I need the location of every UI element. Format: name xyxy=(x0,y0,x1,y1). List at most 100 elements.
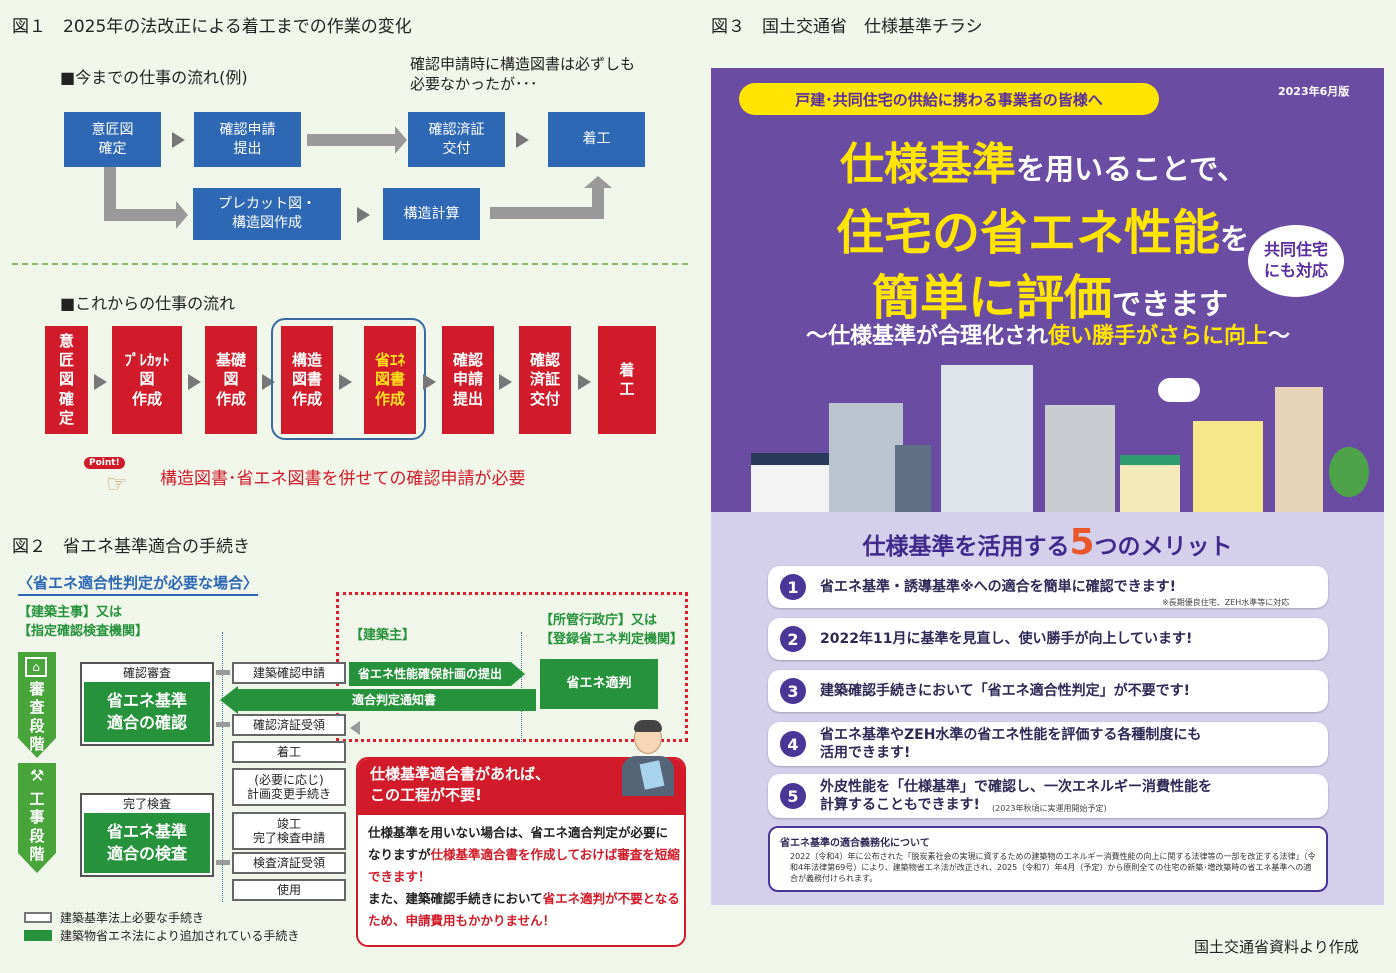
arrow-icon xyxy=(516,132,529,148)
arrow-icon xyxy=(357,207,370,223)
column-divider xyxy=(222,632,223,902)
elbow-up-arrow-shaft xyxy=(592,188,604,219)
old-box-design: 意匠図 確定 xyxy=(64,112,161,167)
point-text: 構造図書･省エネ図書を併せての確認申請が必要 xyxy=(160,469,526,489)
arrow-left-icon xyxy=(220,686,238,714)
old-box-precut: プレカット図・ 構造図作成 xyxy=(193,188,341,240)
new-box-apply: 確認 申請 提出 xyxy=(442,326,494,434)
headline-line2: 住宅の省エネ性能を xyxy=(836,205,1250,261)
connector-arrow xyxy=(216,722,230,727)
elbow-up-arrow-shaft xyxy=(490,207,604,219)
old-flow-note: 確認申請時に構造図書は必ずしも 必要なかったが･･･ xyxy=(410,55,636,94)
bubble-badge: 共同住宅 にも対応 xyxy=(1248,225,1344,297)
businessman-illustration xyxy=(612,718,682,814)
tools-icon: ⚒ xyxy=(29,766,45,785)
point-badge: Point! xyxy=(84,457,125,469)
arrow-left-icon xyxy=(350,721,360,735)
merit-5-note: (2023年秋頃に実運用開始予定) xyxy=(992,804,1107,813)
arrow-icon xyxy=(499,374,512,390)
figure2-title: 図２ 省エネ基準適合の手続き xyxy=(12,537,250,557)
figure1-title: 図１ 2025年の法改正による着工までの作業の変化 xyxy=(12,17,412,37)
merit-1-note: ※長期優良住宅、ZEH水準等に対応 xyxy=(1162,598,1290,607)
old-flow-heading: ■今までの仕事の流れ(例) xyxy=(60,68,248,87)
stage-review-bar xyxy=(18,652,56,738)
step-use: 使用 xyxy=(232,879,346,901)
connector-arrow xyxy=(216,860,230,865)
inspection-box-body: 省エネ基準 適合の検査 xyxy=(84,813,210,873)
arrow-icon xyxy=(578,374,591,390)
stage-work-arrow-icon xyxy=(18,853,56,873)
step-start: 着工 xyxy=(232,741,346,763)
long-arrow-shaft xyxy=(307,134,397,146)
flyer-banner: 戸建･共同住宅の供給に携わる事業者の皆様へ xyxy=(739,83,1159,115)
callout-body: 仕様基準を用いない場合は、省エネ適合判定が必要になりますが仕様基準適合書を作成し… xyxy=(368,825,680,928)
info-title: 省エネ基準の適合義務化について xyxy=(780,838,930,849)
col-authority-label: 【所管行政庁】又は【登録省エネ判定機関】 xyxy=(540,613,684,647)
step-completion-apply: 竣工 完了検査申請 xyxy=(232,812,346,850)
stage-review-label: 審 査 段 階 xyxy=(29,680,45,753)
step-building-apply: 建築確認申請 xyxy=(232,662,346,684)
step-cert-receive: 確認済証受領 xyxy=(232,714,346,736)
info-box: 省エネ基準の適合義務化について 2022（令和4）年に公布された「脱炭素社会の実… xyxy=(768,826,1328,892)
houses-illustration xyxy=(1045,387,1380,513)
buildings-illustration xyxy=(745,365,1045,513)
judge-box: 省エネ適判 xyxy=(540,659,658,709)
up-arrow-head-icon xyxy=(584,176,612,188)
notice-arrow: 適合判定通知書 xyxy=(238,689,510,711)
review-box-head: 確認審査 xyxy=(122,666,171,680)
inspection-box-head: 完了検査 xyxy=(122,797,171,811)
source-note: 国土交通省資料より作成 xyxy=(1194,938,1359,956)
column-divider xyxy=(521,632,522,742)
elbow-arrow-head-icon xyxy=(176,201,188,229)
stage-work-label: 工 事 段 階 xyxy=(29,790,45,863)
cloud-icon xyxy=(1158,378,1200,402)
new-box-foundation: 基礎 図 作成 xyxy=(205,326,257,434)
figure3-title: 図３ 国土交通省 仕様基準チラシ xyxy=(711,17,983,37)
house-icon: ⌂ xyxy=(25,657,47,677)
arrow-icon xyxy=(339,374,352,390)
step-plan-change: (必要に応じ) 計画変更手続き xyxy=(232,768,346,806)
legend-green-label: 建築物省エネ法により追加されている手続き xyxy=(60,929,300,943)
old-box-apply: 確認申請 提出 xyxy=(194,112,301,167)
col-owner-label: 【建築主】 xyxy=(350,628,416,643)
legend-green-swatch xyxy=(24,930,52,941)
arrow-right-icon xyxy=(511,662,525,686)
new-box-cert: 確認 済証 交付 xyxy=(519,326,571,434)
new-flow-heading: ■これからの仕事の流れ xyxy=(60,294,236,313)
pointing-hand-icon: ☞ xyxy=(106,470,128,498)
arrow-icon xyxy=(188,374,201,390)
legend-white-swatch xyxy=(24,912,52,923)
case-label: 〈省エネ適合性判定が必要な場合〉 xyxy=(18,572,259,596)
stage-review-arrow-icon xyxy=(18,738,56,758)
arrow-icon xyxy=(94,374,107,390)
elbow-arrow-shaft xyxy=(104,209,178,221)
elbow-arrow-shaft xyxy=(104,167,116,221)
section-divider xyxy=(12,263,688,265)
arrow-icon xyxy=(172,132,185,148)
plan-submit-arrow: 省エネ性能確保計画の提出 xyxy=(349,662,511,686)
old-box-cert: 確認済証 交付 xyxy=(408,112,505,167)
merits-heading: 仕様基準を活用する5つのメリット xyxy=(862,522,1233,563)
long-arrow-head-icon xyxy=(395,126,407,154)
stage-work-bar xyxy=(18,763,56,853)
new-box-precut: ﾌﾟﾚｶｯﾄ 図 作成 xyxy=(112,326,182,434)
flyer-edition: 2023年6月版 xyxy=(1278,85,1350,98)
review-box-body: 省エネ基準 適合の確認 xyxy=(84,682,210,742)
col-inspector-label: 【建築主事】又は【指定確認検査機関】 xyxy=(18,605,149,639)
headline-line1: 仕様基準を用いることで、 xyxy=(840,139,1246,190)
new-box-start: 着 工 xyxy=(598,326,656,434)
notice-arrow-tail xyxy=(510,689,536,711)
info-body: 2022（令和4）年に公布された「脱炭素社会の実現に資するための建築物のエネルギ… xyxy=(790,852,1316,884)
callout-title: 仕様基準適合書があれば、 この工程が不要! xyxy=(370,765,551,804)
new-box-design: 意 匠 図 確 定 xyxy=(45,326,88,434)
headline-line3: 簡単に評価できます xyxy=(872,270,1229,326)
new-box-structure: 構造 図書 作成 xyxy=(281,326,333,434)
old-box-calc: 構造計算 xyxy=(383,188,480,240)
arrow-icon xyxy=(423,374,436,390)
flyer-subtitle: 〜仕様基準が合理化され使い勝手がさらに向上〜 xyxy=(805,324,1291,349)
